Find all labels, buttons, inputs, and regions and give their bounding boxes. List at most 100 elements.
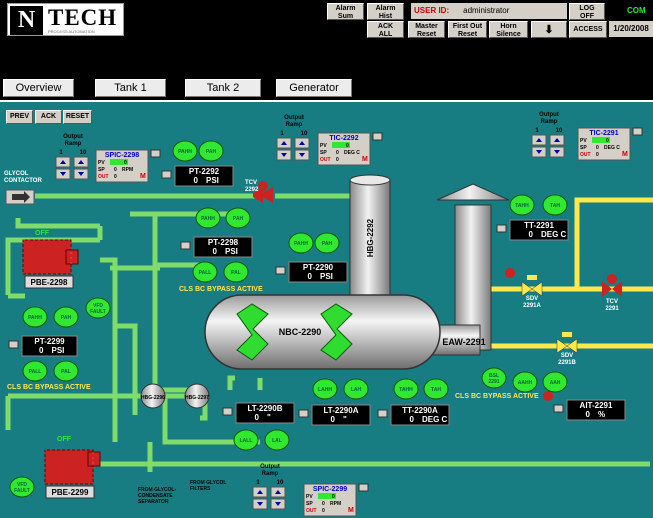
- first-out-reset-button[interactable]: First Out Reset: [448, 21, 487, 38]
- controller-sp-label: SP: [580, 145, 587, 151]
- alarm-indicator[interactable]: [314, 232, 340, 254]
- alarm-indicator[interactable]: [542, 194, 568, 216]
- controller-faceplate[interactable]: [95, 149, 149, 183]
- controller-tag: TIC-2292: [329, 135, 358, 142]
- alarm-indicator[interactable]: [343, 378, 369, 400]
- alarm-label: PAHH: [28, 315, 42, 321]
- tab-overview[interactable]: Overview: [3, 79, 74, 97]
- faceplate-icon[interactable]: [275, 266, 286, 275]
- vessel-hbg-2292-label: HBG-2292: [366, 218, 375, 257]
- pump-pbe-2299-label: PBE-2299: [52, 488, 89, 497]
- alarm-label: TAHH: [515, 203, 529, 209]
- controller-faceplate[interactable]: [303, 483, 357, 517]
- arrow-down-icon: [536, 150, 542, 154]
- vessel-eaw-2291-label: EAW-2291: [442, 337, 485, 347]
- master-reset-button[interactable]: Master Reset: [408, 21, 445, 38]
- alarm-indicator[interactable]: [288, 232, 314, 254]
- alarm-indicator[interactable]: [9, 476, 35, 498]
- indicator-unit: PSI: [225, 247, 238, 256]
- controller-tag: SPIC-2299: [313, 486, 347, 493]
- alarm-indicator[interactable]: [233, 429, 259, 451]
- bypass-active-label: CLS BC BYPASS ACTIVE: [179, 286, 263, 293]
- arrow-down-icon: [554, 150, 560, 154]
- indicator-unit: DEG C: [422, 415, 448, 424]
- alarm-label: LAL: [272, 438, 282, 444]
- controller-out: 0: [596, 152, 599, 158]
- alarm-indicator[interactable]: [393, 378, 419, 400]
- indicator-tag: PT-2299: [34, 337, 65, 346]
- faceplate-icon[interactable]: [150, 149, 161, 158]
- controller-sp: 0: [114, 167, 117, 173]
- faceplate-icon[interactable]: [161, 170, 172, 179]
- alarm-indicator[interactable]: [264, 429, 290, 451]
- prev-button[interactable]: PREV: [6, 110, 33, 124]
- indicator-box: [174, 165, 234, 187]
- faceplate-icon[interactable]: [496, 224, 507, 233]
- alarm-indicator[interactable]: [192, 261, 218, 283]
- alarm-indicator[interactable]: [423, 378, 449, 400]
- controller-out-label: OUT: [580, 152, 591, 158]
- controller-pv-label: PV: [320, 143, 327, 149]
- ramp-1-label: 1: [535, 128, 539, 134]
- ack-all-button[interactable]: ACK ALL: [367, 21, 404, 38]
- alarm-indicator[interactable]: [542, 371, 568, 393]
- ack-button[interactable]: ACK: [35, 110, 62, 124]
- faceplate-icon[interactable]: [358, 483, 369, 492]
- alarm-hist-button[interactable]: Alarm Hist: [367, 3, 404, 20]
- alarm-indicator[interactable]: [22, 360, 48, 382]
- alarm-indicator[interactable]: [312, 378, 338, 400]
- faceplate-icon[interactable]: [377, 409, 388, 418]
- access-button[interactable]: ACCESS: [569, 21, 607, 38]
- alarm-indicator[interactable]: [53, 360, 79, 382]
- controller-faceplate[interactable]: [577, 127, 631, 161]
- alarm-indicator[interactable]: [172, 140, 198, 162]
- alarm-indicator[interactable]: [85, 297, 111, 319]
- alarm-indicator[interactable]: [198, 140, 224, 162]
- scroll-down-button[interactable]: ⬇: [531, 21, 567, 38]
- alarm-indicator[interactable]: [481, 367, 507, 389]
- alarm-label: PAL: [61, 369, 71, 375]
- reset-button[interactable]: RESET: [63, 110, 92, 124]
- alarm-indicator[interactable]: [22, 306, 48, 328]
- alarm-indicator[interactable]: [225, 207, 251, 229]
- faceplate-icon[interactable]: [372, 132, 383, 141]
- alarm-indicator[interactable]: [53, 306, 79, 328]
- alarm-sum-button[interactable]: Alarm Sum: [327, 3, 364, 20]
- tab-generator[interactable]: Generator: [276, 79, 352, 97]
- indicator-value: 0: [255, 413, 260, 422]
- arrow-up-icon: [78, 160, 84, 164]
- alarm-label: PAHH: [201, 216, 215, 222]
- faceplate-icon[interactable]: [298, 409, 309, 418]
- indicator-value: 0: [331, 415, 336, 424]
- arrow-up-icon: [299, 141, 305, 145]
- arrow-down-icon: [299, 153, 305, 157]
- faceplate-icon[interactable]: [553, 404, 564, 413]
- faceplate-icon[interactable]: [180, 241, 191, 250]
- faceplate-icon[interactable]: [222, 407, 233, 416]
- controller-mode: M: [140, 173, 146, 180]
- log-off-button[interactable]: LOG OFF: [569, 3, 605, 20]
- controller-faceplate[interactable]: [317, 132, 371, 166]
- controller-sp-label: SP: [320, 150, 327, 156]
- tab-tank-2[interactable]: Tank 2: [185, 79, 261, 97]
- controller-pv-label: PV: [98, 160, 105, 166]
- controller-out: 0: [114, 174, 117, 180]
- header-bar: N TECH PROCESS AUTOMATION Alarm Sum Alar…: [0, 0, 653, 41]
- alarm-indicator[interactable]: [509, 194, 535, 216]
- faceplate-icon[interactable]: [632, 127, 643, 136]
- faceplate-icon[interactable]: [8, 340, 19, 349]
- indicator-box: [311, 404, 371, 426]
- alarm-label: PAHH: [294, 241, 308, 247]
- tab-tank-1[interactable]: Tank 1: [95, 79, 166, 97]
- controller-pv-bar: [318, 493, 336, 499]
- indicator-tag: LT-2290B: [248, 404, 283, 413]
- alarm-indicator[interactable]: [195, 207, 221, 229]
- horn-silence-button[interactable]: Horn Silence: [489, 21, 528, 38]
- alarm-label: AAHH: [518, 380, 533, 386]
- alarm-indicator[interactable]: [512, 371, 538, 393]
- controller-out-label: OUT: [98, 174, 109, 180]
- alarm-indicator[interactable]: [223, 261, 249, 283]
